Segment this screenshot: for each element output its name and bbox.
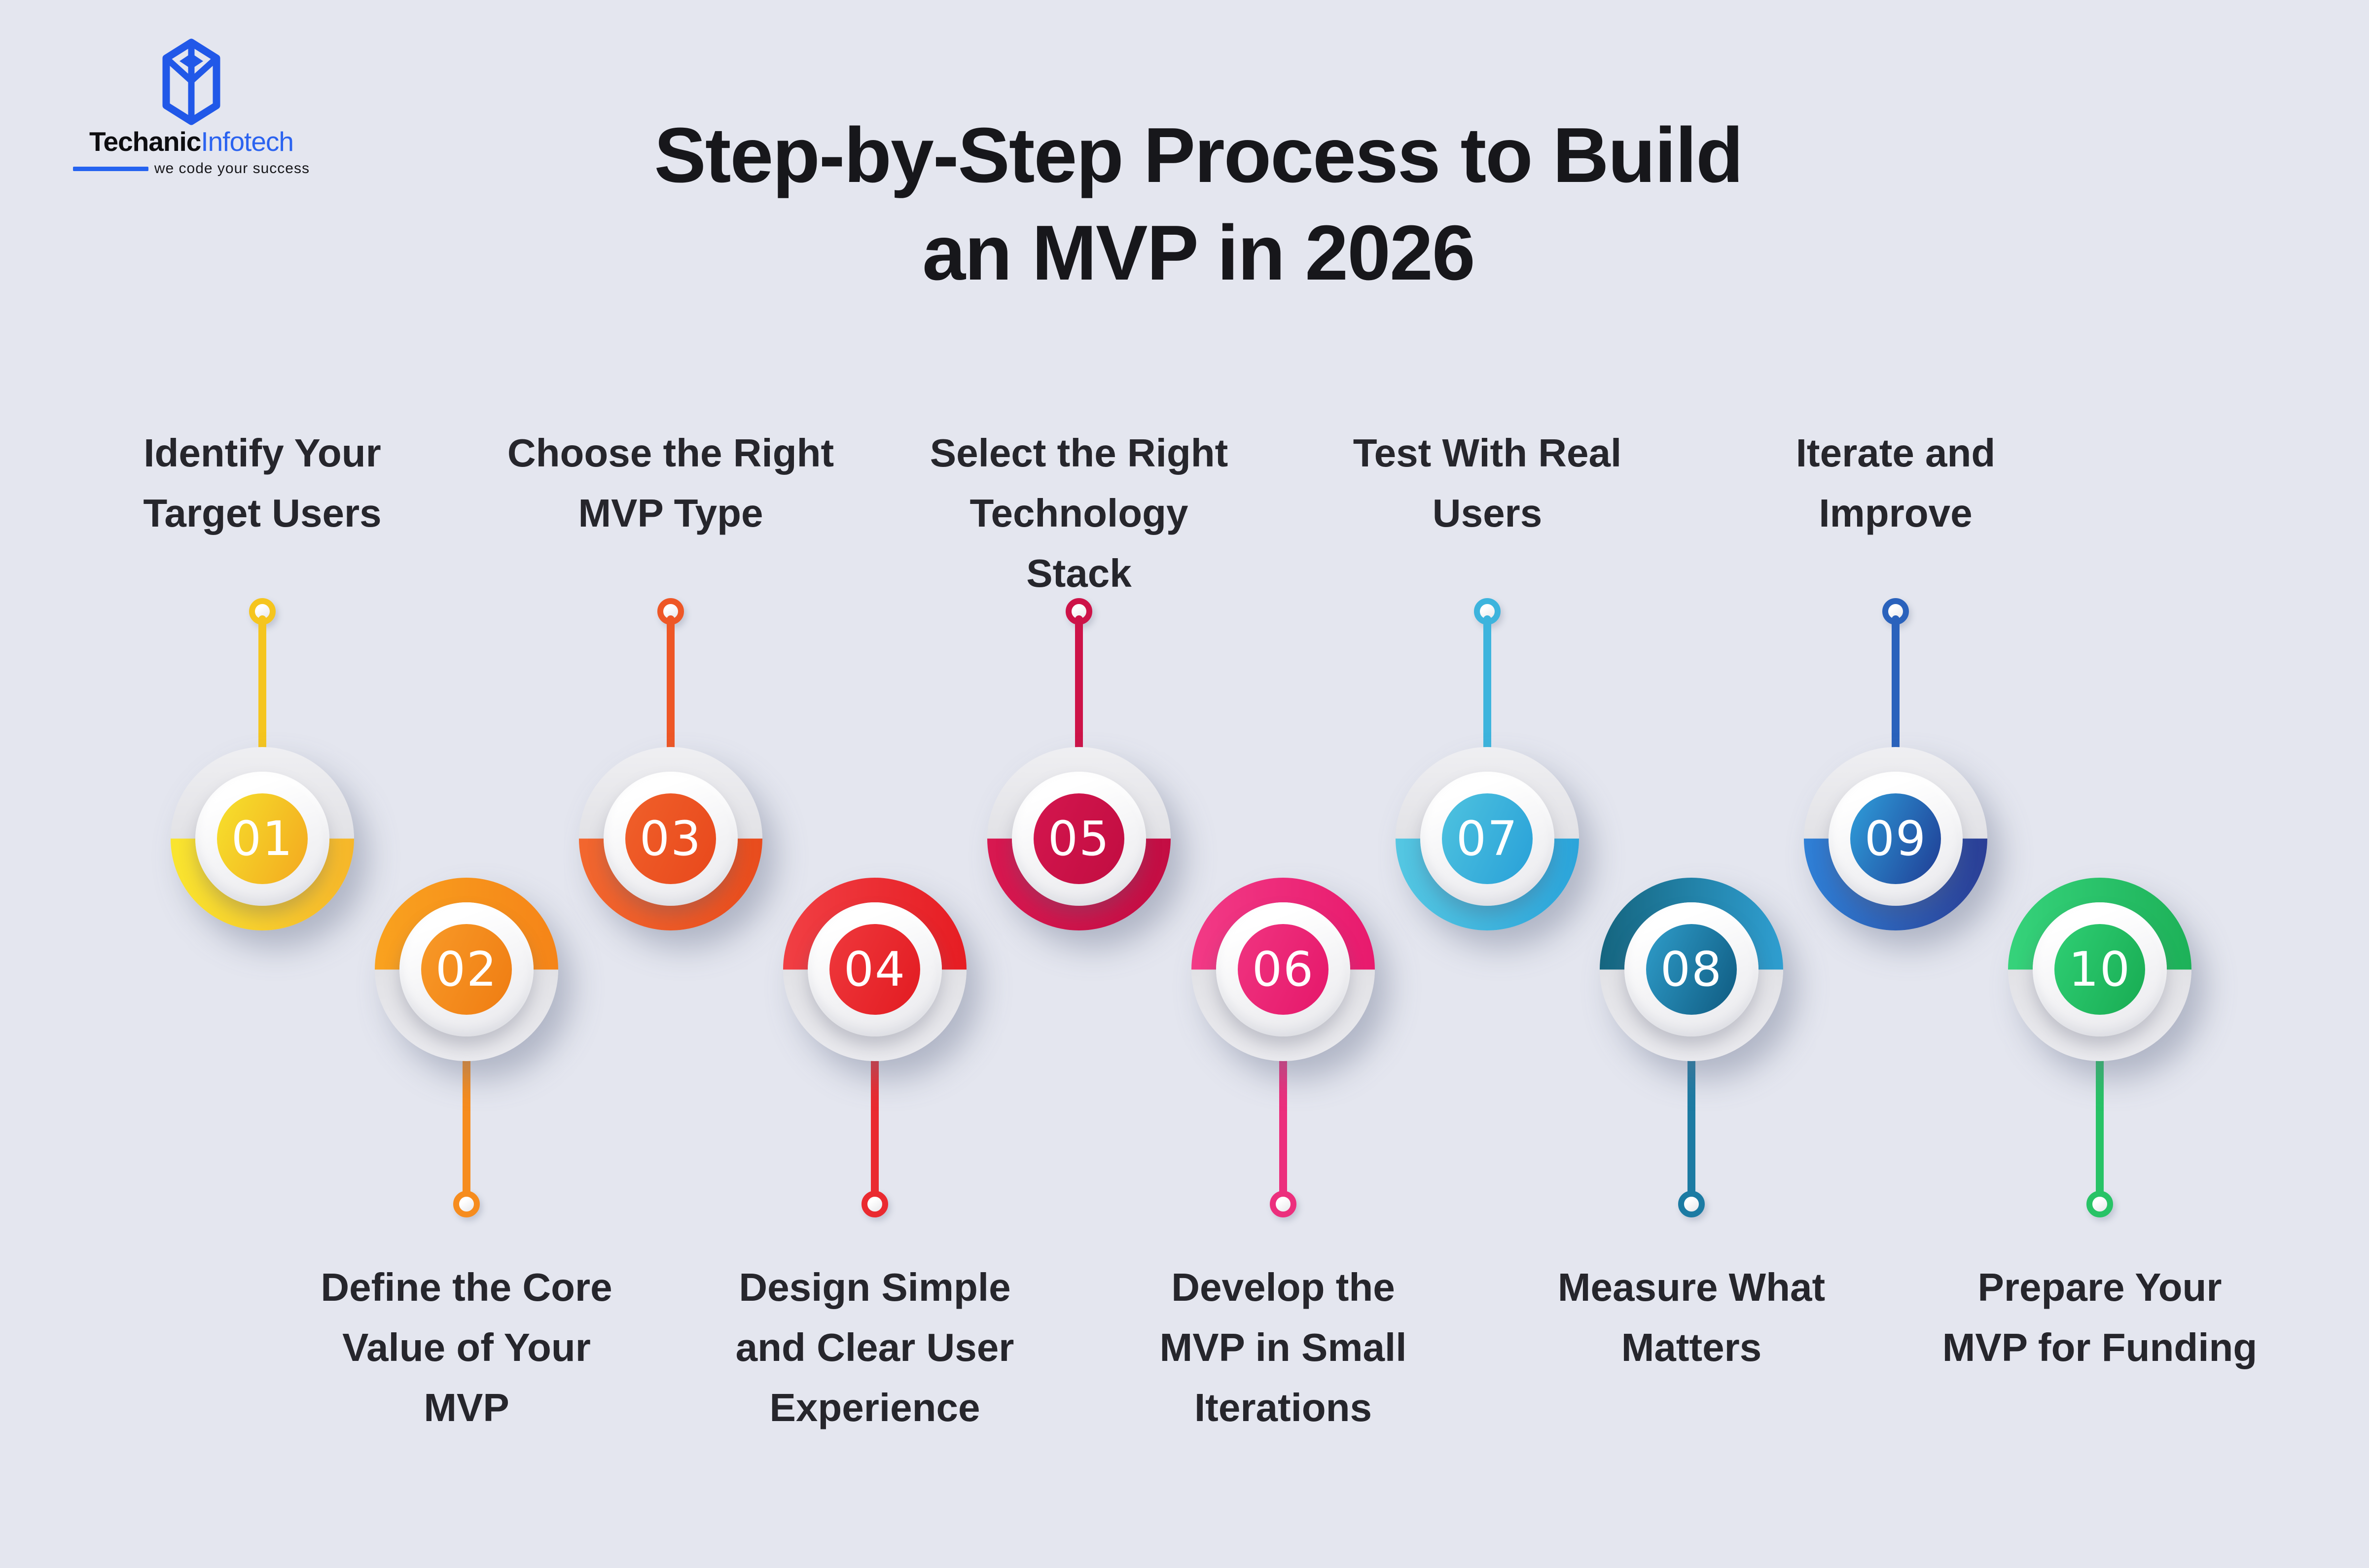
- step-06-core: 06: [1238, 924, 1328, 1015]
- step-10-label: Prepare Your MVP for Funding: [1942, 1265, 2258, 1369]
- step-08-connector-line: [1687, 1055, 1695, 1196]
- step-02-connector-line: [463, 1055, 470, 1196]
- step-06-circle: 06: [1191, 878, 1375, 1061]
- step-03-number: 03: [639, 811, 702, 866]
- step-03-connector-line: [667, 615, 675, 753]
- step-06-number: 06: [1252, 942, 1315, 997]
- step-05-circle: 05: [987, 747, 1171, 930]
- step-10-connector-line: [2096, 1055, 2104, 1196]
- step-07-connector-line: [1483, 615, 1491, 753]
- step-07-connector-tip: [1474, 598, 1501, 625]
- step-07-label: Test With Real Users: [1353, 431, 1622, 535]
- step-09-connector-line: [1892, 615, 1900, 753]
- brand-part-black: Techanic: [89, 126, 201, 157]
- step-10-number: 10: [2068, 942, 2131, 997]
- brand-name: TechanicInfotech: [89, 126, 294, 157]
- step-05-label: Select the Right Technology Stack: [930, 431, 1228, 595]
- step-04-core: 04: [829, 924, 920, 1015]
- step-08-number: 08: [1660, 942, 1723, 997]
- step-02-number: 02: [435, 942, 498, 997]
- step-02-label: Define the Core Value of Your MVP: [321, 1265, 612, 1429]
- page-title: Step-by-Step Process to Build an MVP in …: [395, 107, 2002, 302]
- step-01-core: 01: [217, 793, 308, 884]
- logo-tagline: we code your success: [154, 160, 310, 177]
- logo-underline: [73, 166, 148, 171]
- page-title-line2: an MVP in 2026: [922, 210, 1475, 296]
- step-04-connector-line: [871, 1055, 879, 1196]
- company-logo: TechanicInfotech we code your success: [73, 38, 310, 177]
- logo-bottom-row: we code your success: [73, 160, 310, 177]
- step-01-number: 01: [231, 811, 294, 866]
- step-03-connector-tip: [657, 598, 684, 625]
- step-08-core: 08: [1646, 924, 1737, 1015]
- cube-logo-icon: [162, 38, 220, 125]
- step-08-circle: 08: [1600, 878, 1783, 1061]
- step-09-label: Iterate and Improve: [1795, 431, 1996, 535]
- step-07-number: 07: [1456, 811, 1519, 866]
- step-06-label: Develop the MVP in Small Iterations: [1159, 1265, 1407, 1429]
- step-04-number: 04: [843, 942, 906, 997]
- step-03-label: Choose the Right MVP Type: [507, 431, 834, 535]
- step-08-label: Measure What Matters: [1557, 1265, 1826, 1369]
- step-01-label: Identify Your Target Users: [143, 431, 382, 535]
- step-09-core: 09: [1850, 793, 1941, 884]
- step-01-circle: 01: [171, 747, 354, 930]
- step-02-core: 02: [421, 924, 512, 1015]
- step-03-core: 03: [625, 793, 716, 884]
- step-06-connector-line: [1279, 1055, 1287, 1196]
- step-04-circle: 04: [783, 878, 967, 1061]
- step-09-circle: 09: [1804, 747, 1987, 930]
- brand-part-blue: Infotech: [201, 126, 294, 157]
- step-02-circle: 02: [375, 878, 558, 1061]
- step-10-circle: 10: [2008, 878, 2191, 1061]
- step-04-label: Design Simple and Clear User Experience: [735, 1265, 1014, 1429]
- step-05-core: 05: [1034, 793, 1124, 884]
- step-10-core: 10: [2054, 924, 2145, 1015]
- step-01-connector-line: [258, 615, 266, 753]
- page-title-line1: Step-by-Step Process to Build: [654, 112, 1743, 199]
- step-03-circle: 03: [579, 747, 762, 930]
- step-09-number: 09: [1864, 811, 1927, 866]
- step-07-circle: 07: [1396, 747, 1579, 930]
- step-07-core: 07: [1442, 793, 1533, 884]
- step-05-number: 05: [1047, 811, 1111, 866]
- step-05-connector-line: [1075, 615, 1083, 753]
